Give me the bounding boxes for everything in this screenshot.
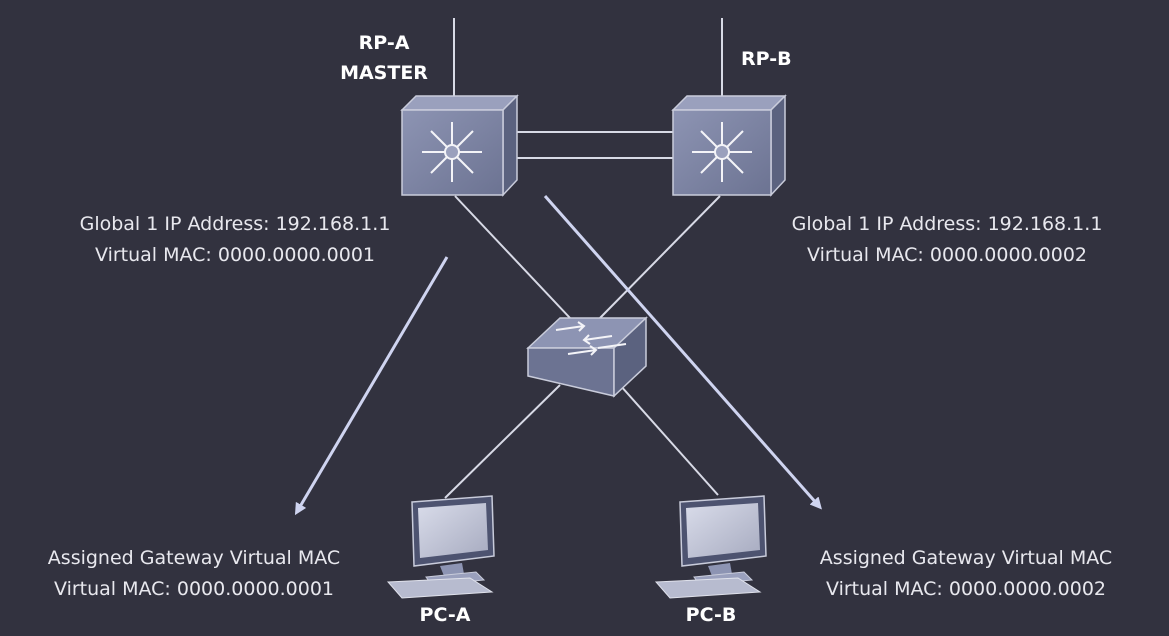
gateway-arrow-pc-b [543,195,822,510]
gateway-arrow-pc-a [294,256,449,516]
switch-to-pc-b-link [619,384,719,496]
pc-b-gateway-title: Assigned Gateway Virtual MAC [819,547,1113,569]
pc-b-gateway-mac: Virtual MAC: 0000.0000.0002 [825,578,1107,600]
rp-a-virtual-mac: Virtual MAC: 0000.0000.0001 [94,244,376,266]
rp-a-ip-address: Global 1 IP Address: 192.168.1.1 [79,213,391,235]
rp-b-virtual-mac: Virtual MAC: 0000.0000.0002 [806,244,1088,266]
pc-a-gateway-info: Assigned Gateway Virtual MAC Virtual MAC… [4,543,384,605]
access-switch-icon[interactable] [526,316,648,398]
rp-a-router-icon[interactable] [400,94,519,197]
pc-b-computer-icon[interactable] [654,495,767,599]
pc-a-gateway-title: Assigned Gateway Virtual MAC [47,547,341,569]
switch-to-pc-a-link [444,384,561,499]
pc-a-gateway-mac: Virtual MAC: 0000.0000.0001 [53,578,335,600]
rp-a-role: MASTER [340,62,428,84]
rp-b-to-switch-link [599,195,721,319]
rp-a-to-switch-link [454,195,571,319]
rp-a-info: Global 1 IP Address: 192.168.1.1 Virtual… [40,209,430,271]
rp-b-name: RP-B [741,48,792,70]
pc-a-computer-icon[interactable] [386,495,495,599]
rp-a-label: RP-A MASTER [326,28,442,88]
rp-a-name: RP-A [358,32,410,54]
pc-b-gateway-info: Assigned Gateway Virtual MAC Virtual MAC… [776,543,1156,605]
rp-b-router-icon[interactable] [671,94,787,197]
pc-b-name: PC-B [685,604,737,626]
rp-b-ip-address: Global 1 IP Address: 192.168.1.1 [791,213,1103,235]
pc-a-name: PC-A [419,604,471,626]
rp-b-info: Global 1 IP Address: 192.168.1.1 Virtual… [752,209,1142,271]
